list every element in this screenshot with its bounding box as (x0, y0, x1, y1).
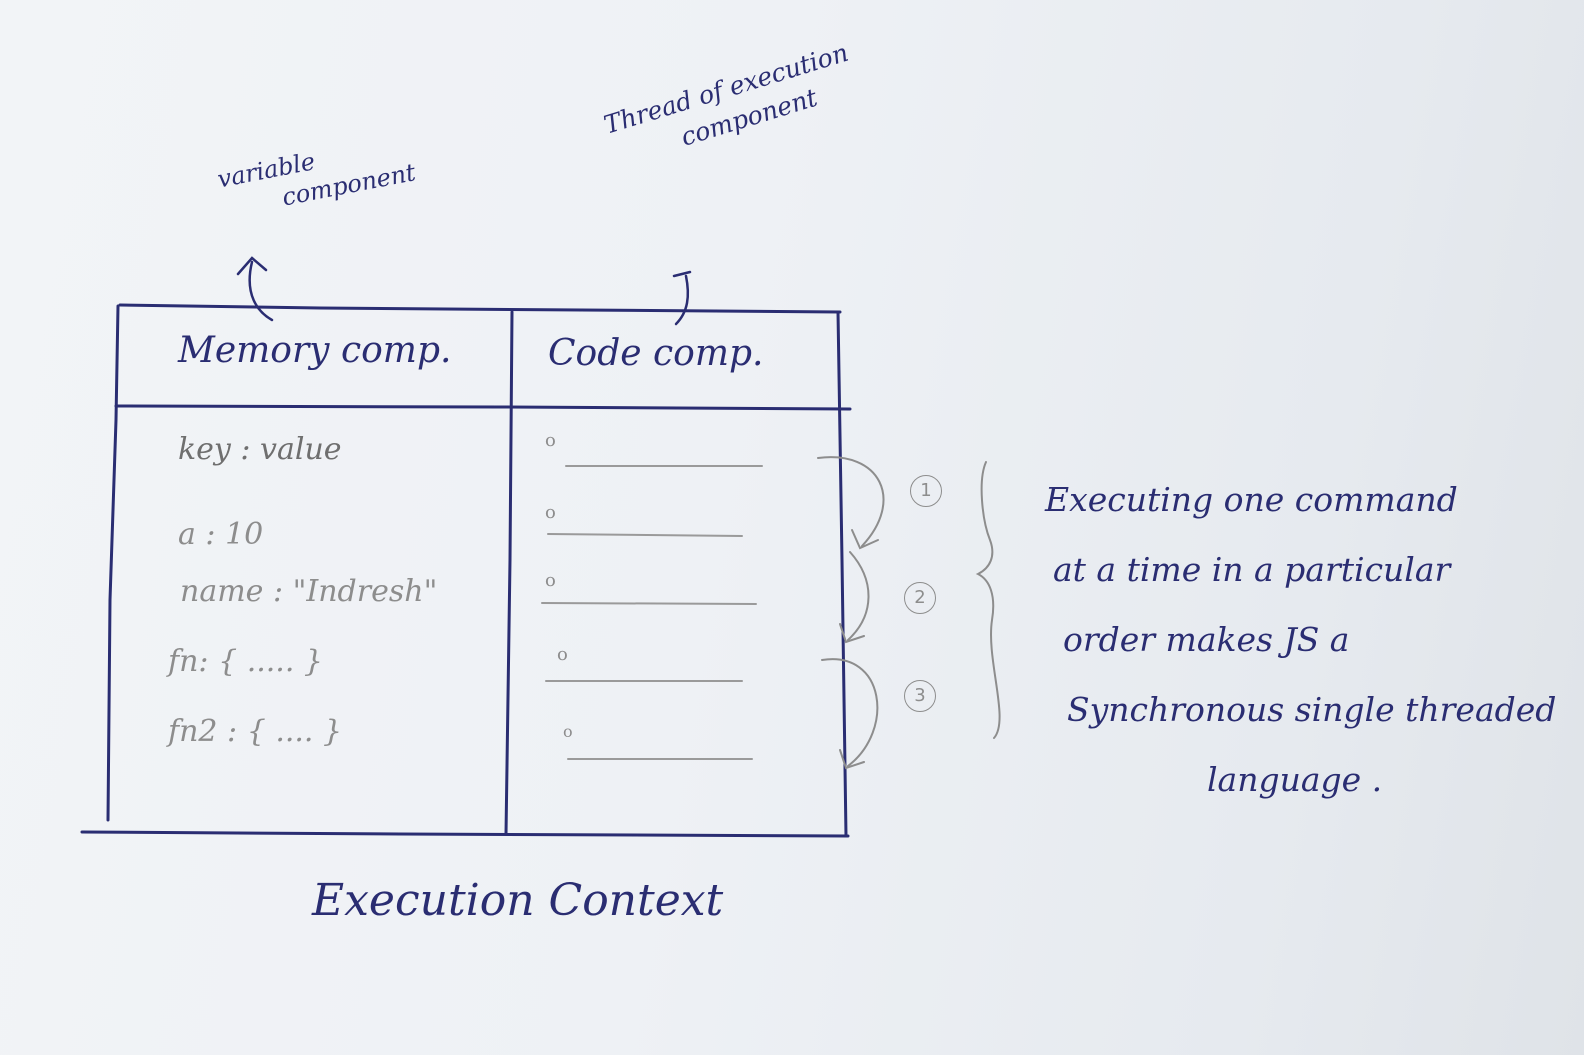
table-column-divider (504, 310, 514, 836)
table-right-border (836, 310, 848, 838)
code-line (547, 533, 743, 537)
note-line: order makes JS a (1063, 620, 1350, 659)
explanation-note: Executing one command at a time in a par… (1045, 465, 1556, 815)
table-header-divider (114, 404, 852, 411)
step-arrow-2 (847, 551, 870, 641)
thread-arrow-head (672, 270, 692, 278)
step-number-1: 1 (910, 475, 942, 507)
step-number-2: 2 (904, 582, 936, 614)
execution-context-table (80, 303, 852, 838)
step-number-3: 3 (904, 680, 936, 712)
memory-row: a : 10 (178, 517, 264, 552)
code-component-header: Code comp. (548, 333, 764, 374)
step-arrow-2-head (839, 623, 865, 644)
step-arrow-3 (821, 658, 879, 767)
note-line: language . (1207, 760, 1383, 799)
code-line (541, 602, 757, 605)
code-bullet: o (563, 722, 573, 741)
memory-row: fn: { ..... } (168, 644, 323, 679)
note-line: Executing one command (1045, 480, 1458, 519)
code-bullet: o (545, 570, 556, 591)
code-lines (541, 465, 763, 760)
table-bottom-border (80, 830, 850, 838)
memory-row: fn2 : { .... } (168, 714, 343, 749)
table-top-border (118, 303, 842, 314)
step-arrow-3-head (839, 749, 865, 770)
memory-row: key : value (178, 432, 342, 467)
code-bullet: o (545, 430, 556, 451)
thread-arrow (674, 274, 690, 326)
code-bullet: o (545, 502, 556, 523)
memory-row: name : "Indresh" (180, 574, 438, 609)
annotation-arrows (236, 256, 692, 326)
grouping-brace (975, 461, 1001, 739)
note-line: Synchronous single threaded (1067, 690, 1557, 729)
diagram-caption: Execution Context (312, 875, 724, 926)
step-arrow-1 (817, 456, 885, 547)
step-arrows (817, 456, 885, 770)
variable-arrow-head (236, 256, 268, 276)
memory-component-header: Memory comp. (178, 330, 452, 371)
table-left-border (106, 304, 120, 822)
note-line: at a time in a particular (1053, 550, 1451, 589)
step-arrow-1-head (851, 529, 879, 550)
code-bullet: o (557, 644, 568, 665)
variable-arrow (248, 260, 274, 322)
